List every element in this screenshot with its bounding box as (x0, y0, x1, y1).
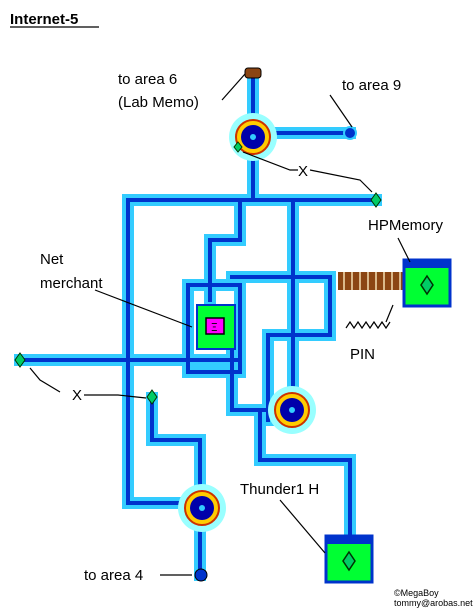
thunder1-item[interactable] (324, 534, 374, 584)
label-to-area-9: to area 9 (342, 77, 401, 94)
label-x-left: X (72, 387, 82, 404)
mystery-data-icon (233, 141, 243, 153)
label-pin: PIN (350, 346, 375, 363)
label-lab-memo: (Lab Memo) (118, 94, 199, 111)
warp-node-bottom[interactable] (178, 484, 226, 532)
mystery-data-icon (420, 274, 434, 296)
label-hpmemory: HPMemory (368, 217, 444, 234)
label-to-area-6: to area 6 (118, 71, 177, 88)
warp-node-middle[interactable] (268, 386, 316, 434)
pin-pointer (385, 304, 394, 323)
merchant-icon (205, 317, 225, 335)
label-merchant: merchant (40, 275, 103, 292)
mystery-data-icon (342, 550, 356, 572)
credit-author: ©MegaBoy (394, 588, 439, 598)
pin-gate (338, 272, 404, 290)
merchant-glyph: Ξ (211, 321, 218, 334)
label-thunder1: Thunder1 H (240, 481, 319, 498)
credit-email: tommy@arobas.net (394, 598, 473, 608)
warp-node-top[interactable] (229, 113, 277, 161)
secret-node-right[interactable] (370, 192, 382, 208)
pointer-lines (29, 73, 411, 576)
label-x-top: X (298, 163, 308, 180)
endpoint-area-4[interactable] (194, 568, 208, 582)
map-title: Internet-5 (10, 11, 78, 28)
secret-node-left[interactable] (14, 352, 26, 368)
label-net: Net (40, 251, 64, 268)
secret-node-lower[interactable] (146, 389, 158, 405)
pin-zigzag (345, 320, 391, 330)
endpoint-area-9[interactable] (343, 126, 357, 140)
hpmemory-item[interactable] (402, 258, 452, 308)
endpoint-area-6[interactable] (244, 67, 262, 79)
net-merchant[interactable]: Ξ (196, 304, 236, 350)
label-to-area-4: to area 4 (84, 567, 143, 584)
